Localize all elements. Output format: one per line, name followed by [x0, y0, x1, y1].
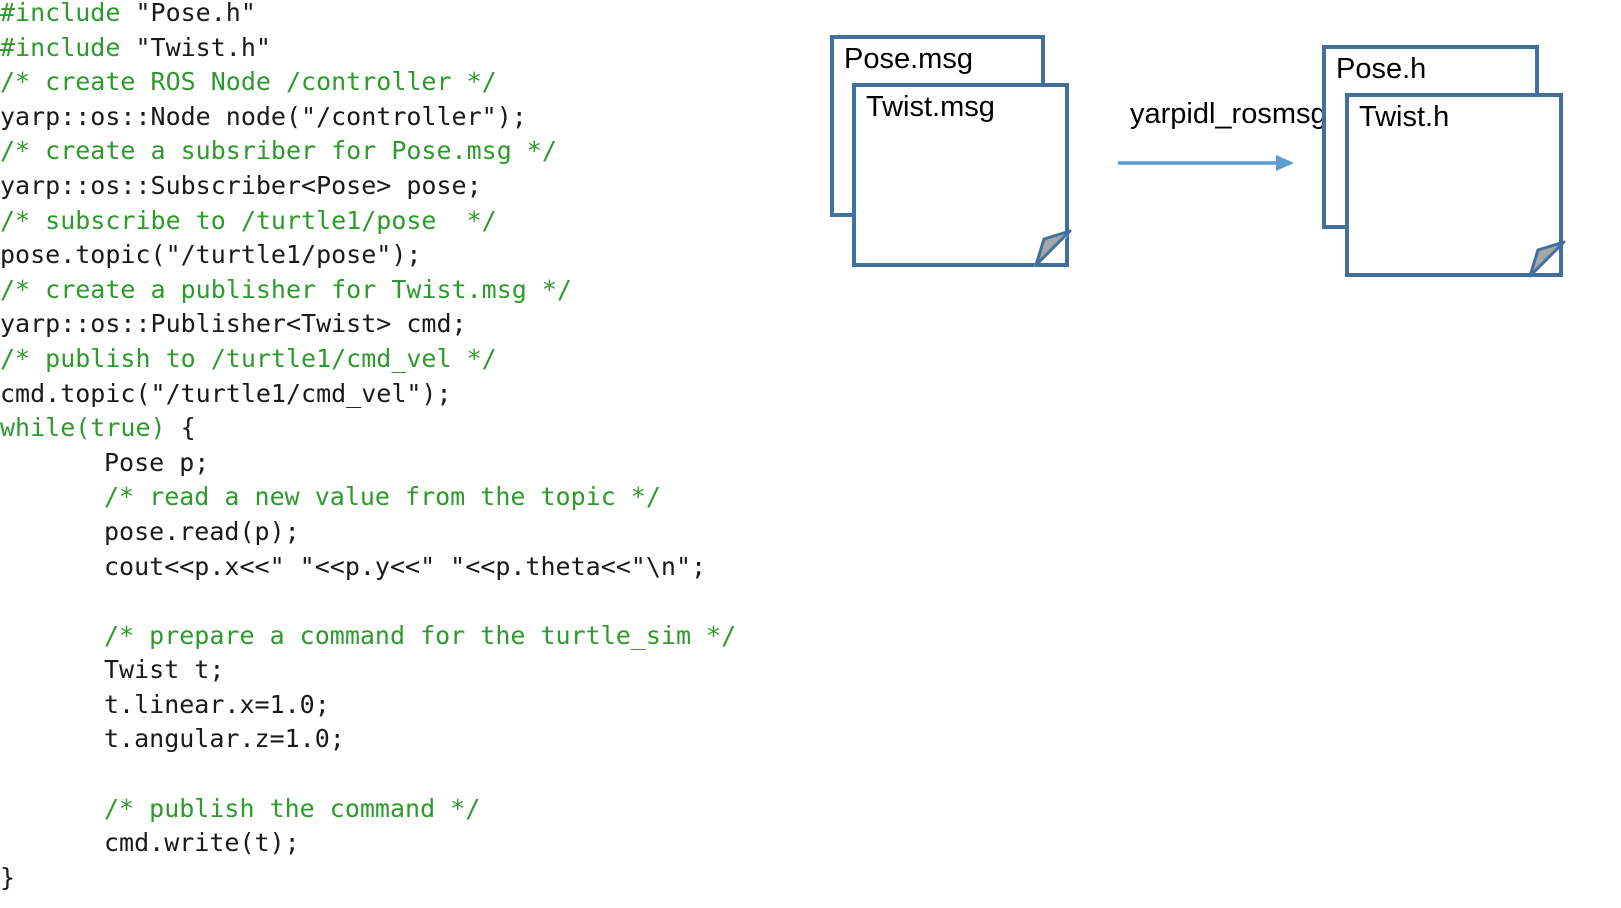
arrow-label: yarpidl_rosmsg	[1130, 98, 1327, 130]
code-comment: /* publish to /turtle1/cmd_vel */	[0, 343, 497, 373]
code-text: cout<<p.x<<" "<<p.y<<" "<<p.theta<<"\n";	[104, 551, 707, 581]
code-text: Twist t;	[104, 655, 225, 685]
code-line: /* subscribe to /turtle1/pose */	[0, 204, 736, 239]
code-keyword: while(true)	[0, 413, 166, 443]
code-comment: /* read a new value from the topic */	[104, 482, 661, 512]
code-line: t.linear.x=1.0;	[0, 688, 736, 723]
code-directive: #include	[0, 0, 121, 27]
code-line: /* publish the command */	[0, 792, 736, 827]
code-comment: /* publish the command */	[104, 793, 481, 823]
twist-h-page-fold	[1528, 240, 1566, 278]
code-line: /* publish to /turtle1/cmd_vel */	[0, 342, 736, 377]
code-text: "Twist.h"	[120, 32, 271, 62]
code-line: cmd.write(t);	[0, 826, 736, 861]
code-line: /* create ROS Node /controller */	[0, 65, 736, 100]
code-line: #include "Pose.h"	[0, 0, 736, 31]
code-text: t.linear.x=1.0;	[104, 689, 330, 719]
code-comment: /* create ROS Node /controller */	[0, 67, 497, 97]
code-line: t.angular.z=1.0;	[0, 722, 736, 757]
code-line: pose.topic("/turtle1/pose");	[0, 238, 736, 273]
code-text: yarp::os::Node node("/controller");	[0, 101, 527, 131]
code-directive: #include	[0, 32, 121, 62]
pose-msg-label: Pose.msg	[844, 43, 973, 75]
code-text: Pose p;	[104, 447, 210, 477]
code-text: "Pose.h"	[120, 0, 256, 27]
code-line: yarp::os::Node node("/controller");	[0, 100, 736, 135]
pose-h-label: Pose.h	[1336, 53, 1427, 85]
code-comment: /* subscribe to /turtle1/pose */	[0, 205, 497, 235]
code-comment: /* create a publisher for Twist.msg */	[0, 274, 572, 304]
code-text: yarp::os::Publisher<Twist> cmd;	[0, 309, 467, 339]
code-line	[0, 584, 736, 619]
code-text: pose.topic("/turtle1/pose");	[0, 240, 422, 270]
code-text: t.angular.z=1.0;	[104, 724, 345, 754]
code-listing: #include "Pose.h"#include "Twist.h"/* cr…	[0, 0, 736, 895]
twist-msg-label: Twist.msg	[866, 91, 995, 123]
code-line: /* prepare a command for the turtle_sim …	[0, 619, 736, 654]
transform-arrow	[1118, 155, 1294, 171]
code-text: cmd.topic("/turtle1/cmd_vel");	[0, 378, 452, 408]
code-line: cmd.topic("/turtle1/cmd_vel");	[0, 377, 736, 412]
code-text: }	[0, 862, 16, 892]
code-text: pose.read(p);	[104, 516, 300, 546]
twist-h-label: Twist.h	[1359, 101, 1450, 133]
code-line: /* create a publisher for Twist.msg */	[0, 273, 736, 308]
code-line: while(true) {	[0, 411, 736, 446]
code-line: #include "Twist.h"	[0, 31, 736, 66]
code-line: /* create a subsriber for Pose.msg */	[0, 134, 736, 169]
code-text: cmd.write(t);	[104, 828, 300, 858]
code-line: Pose p;	[0, 446, 736, 481]
code-comment: /* create a subsriber for Pose.msg */	[0, 136, 557, 166]
code-line: Twist t;	[0, 653, 736, 688]
twist-msg-page-fold	[1034, 229, 1072, 267]
code-line: /* read a new value from the topic */	[0, 480, 736, 515]
code-line: }	[0, 861, 736, 896]
code-line: cout<<p.x<<" "<<p.y<<" "<<p.theta<<"\n";	[0, 550, 736, 585]
twist-msg-document: Twist.msg	[852, 83, 1069, 267]
code-text: {	[165, 413, 196, 443]
code-comment: /* prepare a command for the turtle_sim …	[104, 620, 737, 650]
code-line: yarp::os::Publisher<Twist> cmd;	[0, 307, 736, 342]
code-line: yarp::os::Subscriber<Pose> pose;	[0, 169, 736, 204]
code-text: yarp::os::Subscriber<Pose> pose;	[0, 170, 482, 200]
code-line	[0, 757, 736, 792]
twist-h-document: Twist.h	[1345, 93, 1563, 277]
code-line: pose.read(p);	[0, 515, 736, 550]
